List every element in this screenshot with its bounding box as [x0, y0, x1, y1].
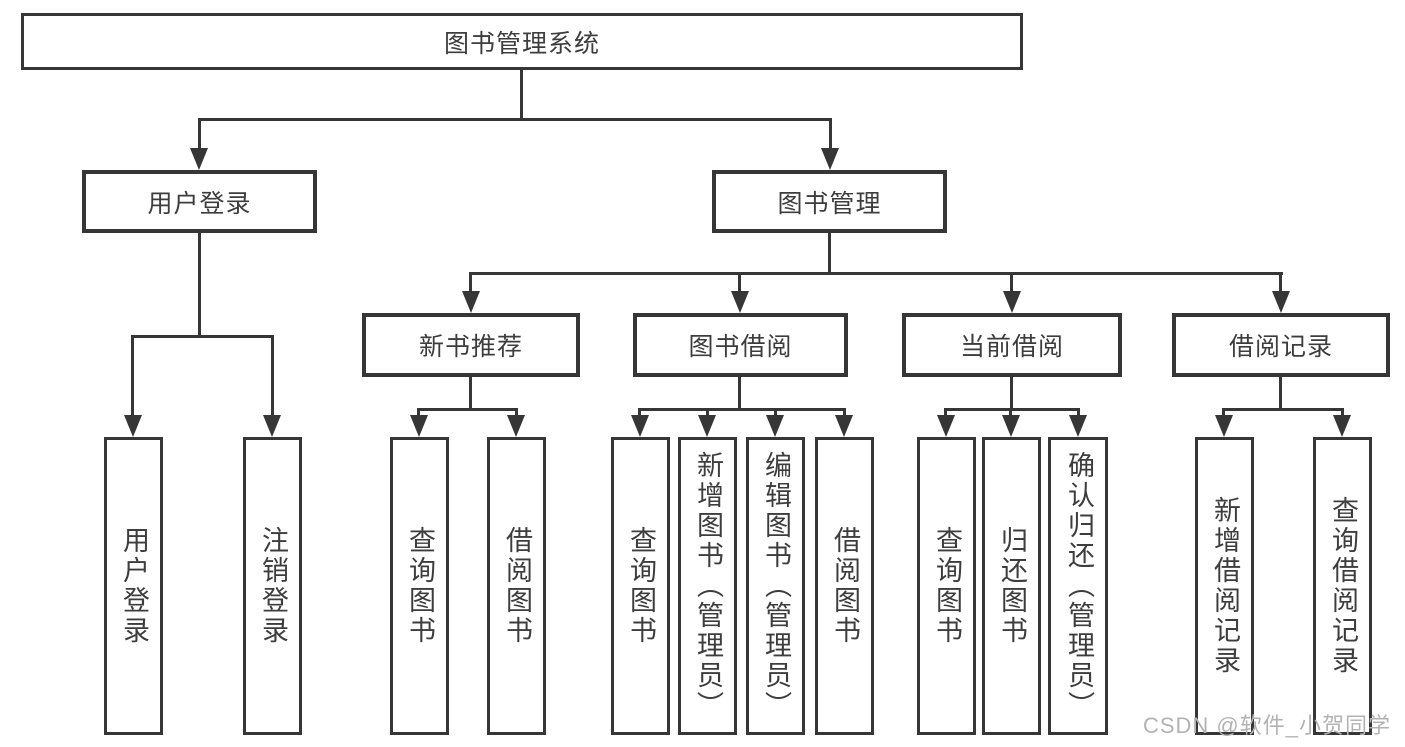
arrowhead — [124, 415, 142, 437]
connector-line — [198, 233, 201, 335]
leaf-confirm-return-admin: 确认归还（管理员） — [1048, 437, 1108, 735]
arrowhead — [1333, 415, 1351, 437]
leaf-add-books-admin: 新增图书（管理员） — [678, 437, 737, 735]
arrowhead — [1002, 415, 1020, 437]
connector-line — [1010, 272, 1013, 297]
arrowhead — [507, 415, 525, 437]
connector-line — [198, 118, 201, 152]
connector-line — [1077, 408, 1080, 420]
arrowhead — [190, 148, 208, 170]
connector-line — [417, 408, 420, 420]
connector-line — [774, 408, 777, 420]
connector-line — [520, 70, 523, 118]
leaf-query-books-3: 查询图书 — [917, 437, 976, 735]
node-root: 图书管理系统 — [21, 13, 1023, 70]
connector-line — [198, 118, 832, 121]
arrowhead — [1215, 415, 1233, 437]
connector-line — [1222, 408, 1225, 420]
leaf-add-borrow-record: 新增借阅记录 — [1195, 437, 1254, 735]
connector-line — [271, 335, 274, 420]
leaf-query-borrow-record: 查询借阅记录 — [1313, 437, 1372, 735]
arrowhead — [410, 415, 428, 437]
connector-line — [1279, 377, 1282, 408]
connector-line — [469, 272, 1283, 275]
arrowhead — [835, 415, 853, 437]
arrowhead — [1069, 415, 1087, 437]
connector-line — [1222, 408, 1344, 411]
connector-line — [417, 408, 518, 411]
arrowhead — [631, 415, 649, 437]
connector-line — [1341, 408, 1344, 420]
connector-line — [469, 272, 472, 297]
connector-line — [638, 408, 641, 420]
arrowhead — [698, 415, 716, 437]
connector-line — [1010, 377, 1013, 408]
leaf-query-books-1: 查询图书 — [390, 437, 449, 735]
arrowhead — [1272, 291, 1290, 313]
leaf-logout: 注销登录 — [243, 437, 302, 735]
connector-line — [131, 335, 274, 338]
node-new-books: 新书推荐 — [362, 313, 580, 377]
node-book-borrow: 图书借阅 — [633, 313, 848, 377]
arrowhead — [462, 291, 480, 313]
leaf-borrow-books-1: 借阅图书 — [487, 437, 546, 735]
leaf-return-books: 归还图书 — [982, 437, 1041, 735]
connector-line — [944, 408, 1080, 411]
node-current-borrow: 当前借阅 — [902, 313, 1122, 377]
connector-line — [131, 335, 134, 420]
csdn-watermark: CSDN @软件_小贺同学 — [1142, 713, 1391, 738]
connector-line — [638, 408, 846, 411]
connector-line — [706, 408, 709, 420]
arrowhead — [731, 291, 749, 313]
connector-line — [515, 408, 518, 420]
connector-line — [944, 408, 947, 420]
connector-line — [829, 118, 832, 152]
arrowhead — [263, 415, 281, 437]
node-user-login: 用户登录 — [82, 170, 317, 233]
connector-line — [469, 377, 472, 408]
arrowhead — [821, 148, 839, 170]
node-borrow-records: 借阅记录 — [1172, 313, 1390, 377]
node-book-mgmt: 图书管理 — [712, 170, 947, 233]
arrowhead — [1003, 291, 1021, 313]
connector-line — [1009, 408, 1012, 420]
leaf-query-books-2: 查询图书 — [611, 437, 670, 735]
connector-line — [1279, 272, 1282, 297]
leaf-borrow-books-2: 借阅图书 — [815, 437, 874, 735]
arrowhead — [766, 415, 784, 437]
connector-line — [828, 233, 831, 272]
connector-line — [738, 272, 741, 297]
arrowhead — [937, 415, 955, 437]
connector-line — [843, 408, 846, 420]
leaf-edit-books-admin: 编辑图书（管理员） — [746, 437, 805, 735]
connector-line — [738, 377, 741, 408]
leaf-user-login: 用户登录 — [104, 437, 163, 735]
